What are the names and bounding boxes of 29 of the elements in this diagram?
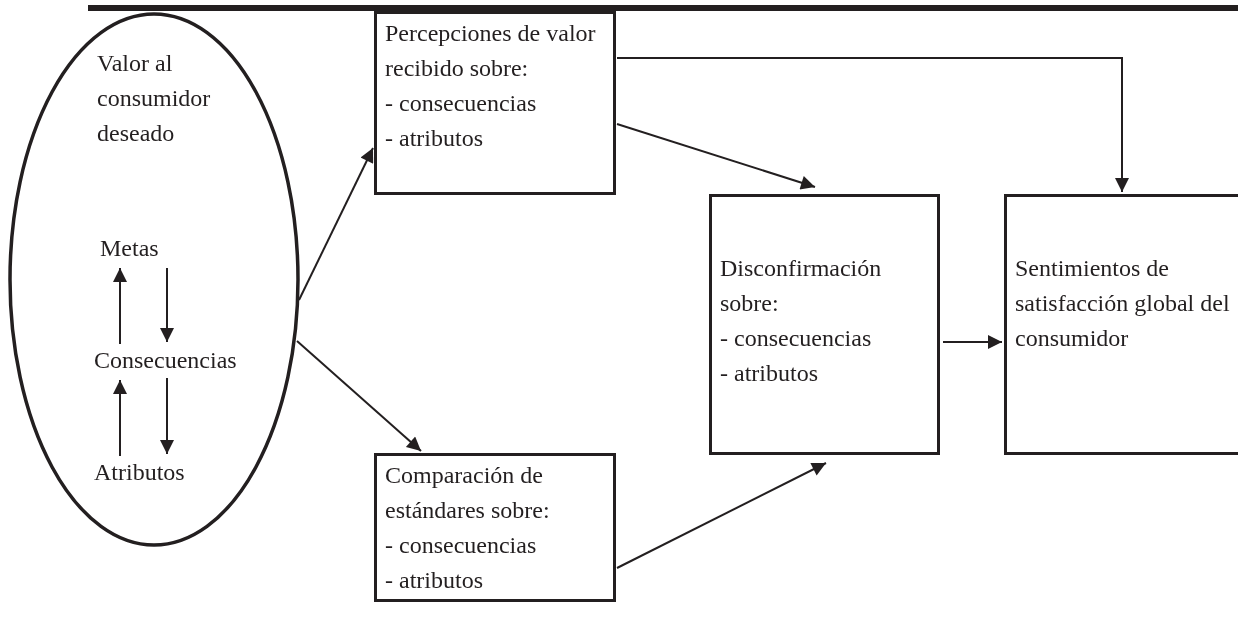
list-item: - atributos — [385, 566, 484, 595]
process-box — [374, 453, 616, 602]
list-item: - consecuencias — [385, 531, 538, 560]
box-heading: Valor al consumidor deseado — [97, 49, 212, 148]
arrow — [616, 462, 827, 569]
concept-label: Atributos — [94, 458, 186, 487]
list-item: - consecuencias — [720, 324, 873, 353]
arrow — [160, 377, 174, 455]
process-box — [709, 194, 940, 455]
process-box — [374, 11, 616, 195]
list-item: - atributos — [385, 124, 484, 153]
box-heading: Disconfirmación sobre: — [720, 254, 883, 318]
arrow — [296, 340, 422, 452]
arrow — [616, 57, 1129, 193]
concept-label: Metas — [100, 234, 160, 263]
box-heading: Sentimientos de satisfacción global del consumidor — [1015, 254, 1231, 353]
list-item: - consecuencias — [385, 89, 538, 118]
ellipse-node — [8, 12, 300, 547]
process-box — [1004, 194, 1238, 455]
arrow — [113, 267, 127, 345]
arrow — [113, 379, 127, 457]
list-item: - atributos — [720, 359, 819, 388]
box-heading: Percepciones de valor recibido sobre: — [385, 19, 597, 83]
concept-label: Consecuencias — [94, 346, 238, 375]
box-heading: Comparación de estándares sobre: — [385, 461, 551, 525]
arrow — [298, 147, 374, 301]
arrow — [160, 267, 174, 343]
arrow — [616, 123, 816, 190]
arrow — [942, 335, 1003, 349]
